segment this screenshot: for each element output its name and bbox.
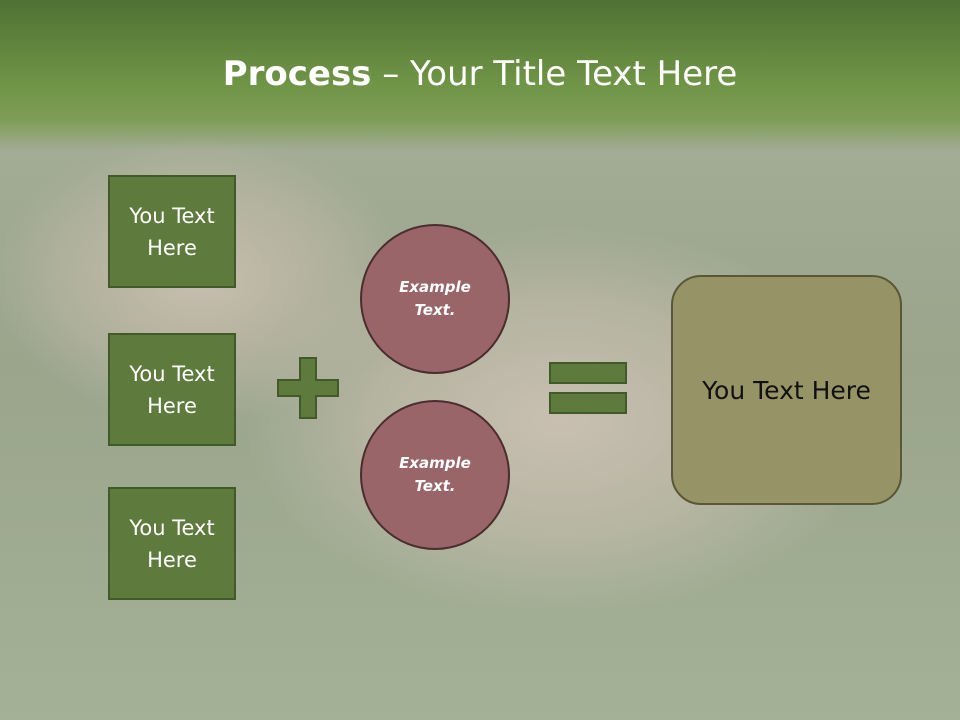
- plus-icon: [277, 357, 339, 419]
- left-box-1: You Text Here: [108, 175, 236, 288]
- left-box-3: You Text Here: [108, 487, 236, 600]
- title-rest: – Your Title Text Here: [371, 54, 738, 94]
- title-band: [0, 0, 960, 150]
- left-box-2-label: You Text Here: [129, 361, 215, 418]
- result-box-label: You Text Here: [702, 375, 871, 405]
- equals-icon: [549, 362, 627, 414]
- circle-1-label: Example Text.: [399, 278, 471, 319]
- circle-1: Example Text.: [360, 224, 510, 374]
- left-box-2: You Text Here: [108, 333, 236, 446]
- title-bold: Process: [222, 54, 372, 94]
- circle-2: Example Text.: [360, 400, 510, 550]
- left-box-3-label: You Text Here: [129, 515, 215, 572]
- result-box: You Text Here: [671, 275, 902, 505]
- left-box-1-label: You Text Here: [129, 203, 215, 260]
- slide-title: Process – Your Title Text Here: [0, 52, 960, 96]
- circle-2-label: Example Text.: [399, 454, 471, 495]
